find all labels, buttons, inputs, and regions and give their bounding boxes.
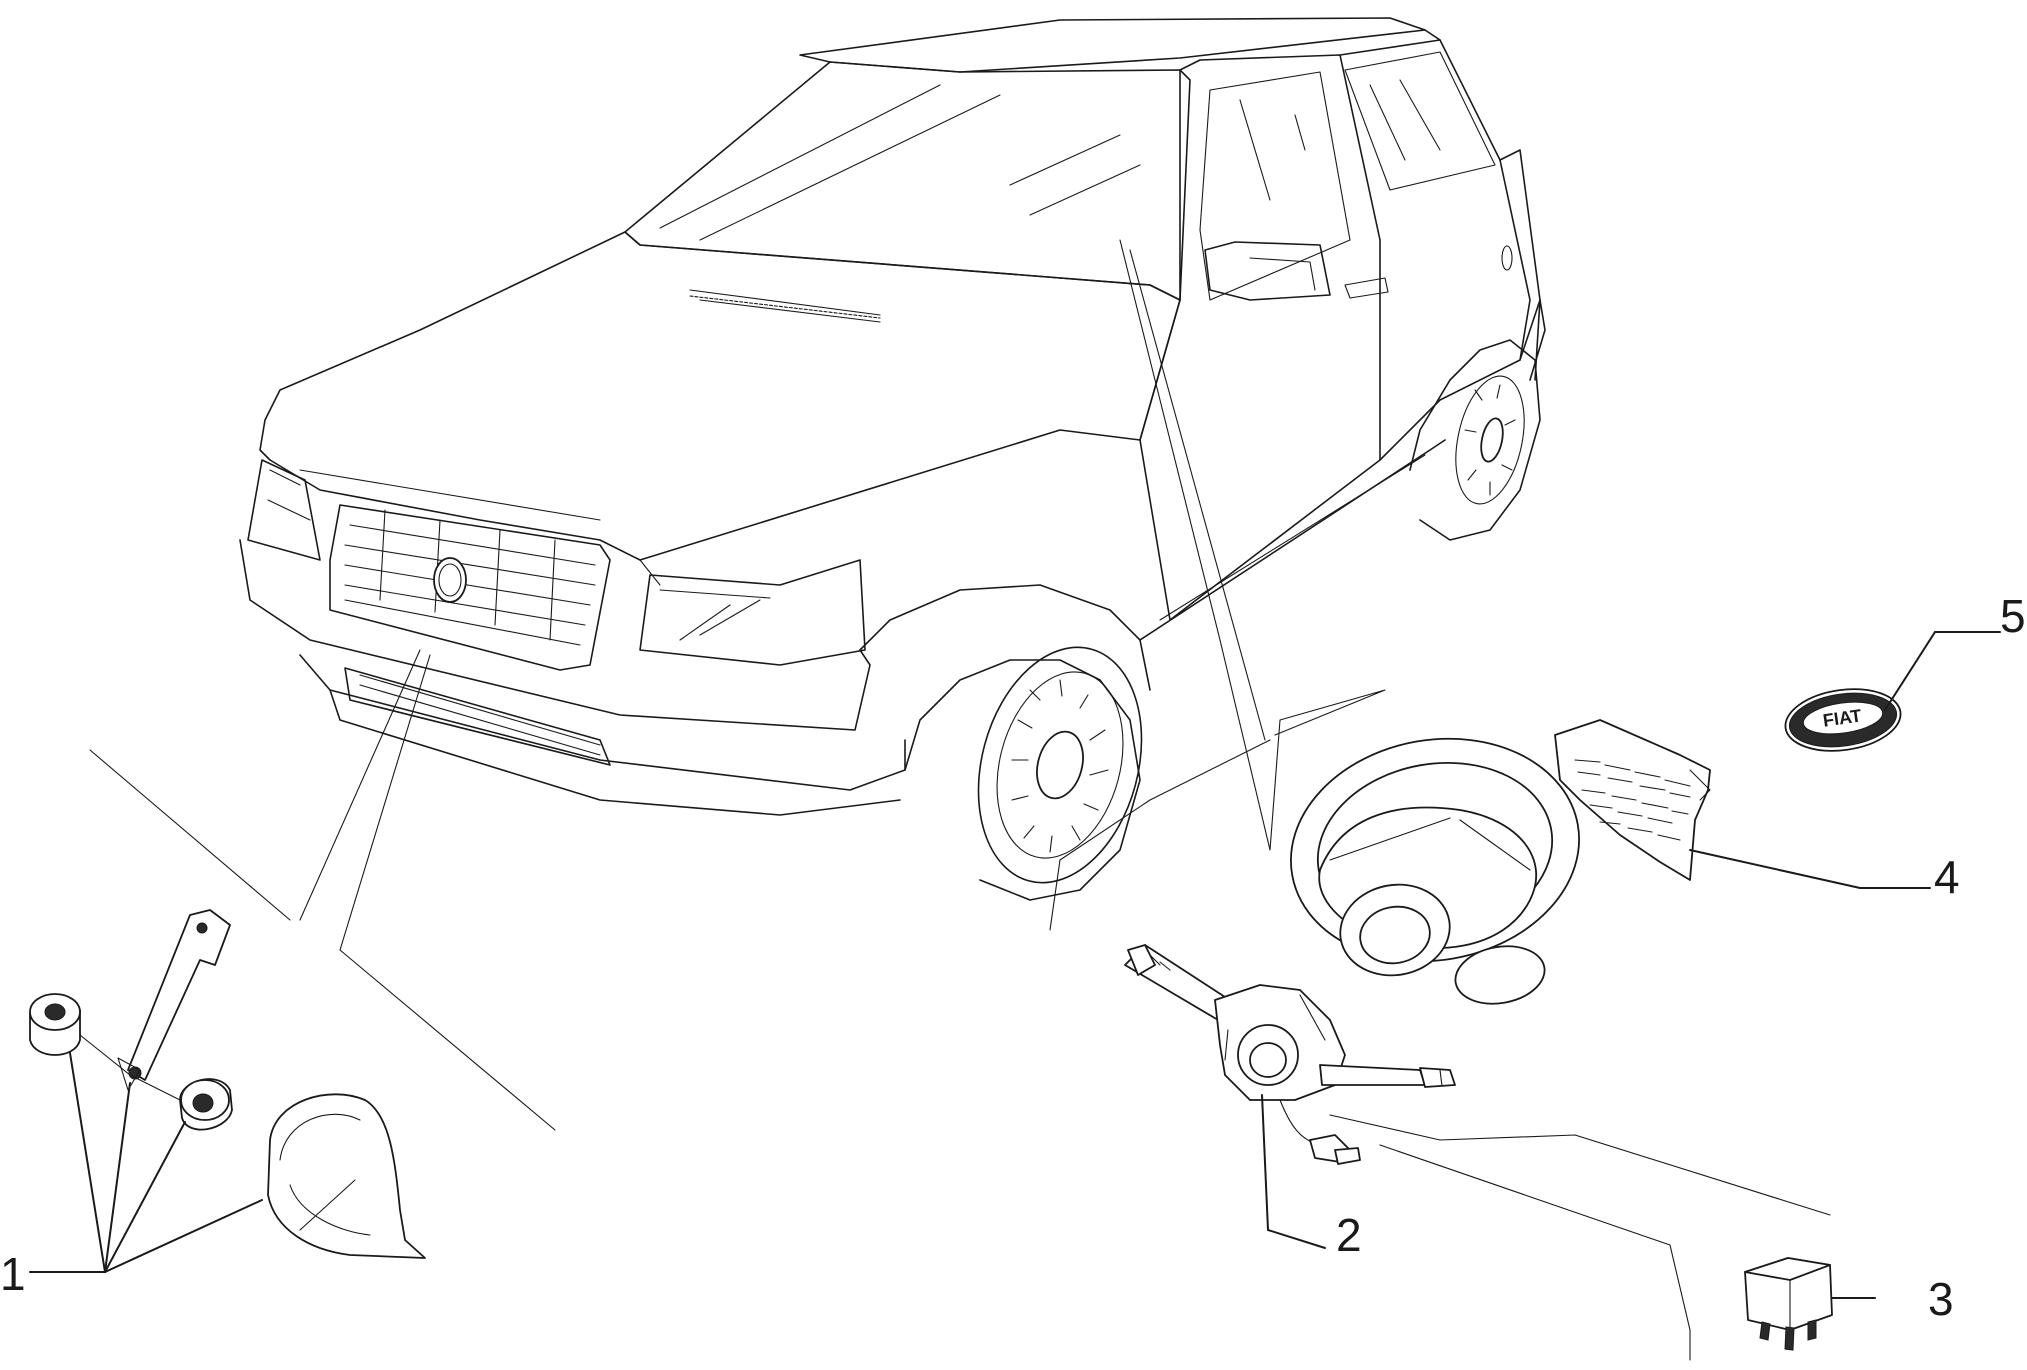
combination-switch: [1124, 944, 1456, 1249]
washer: [179, 1078, 233, 1131]
callout-2: 2: [1336, 1209, 1362, 1261]
steering-wheel: [1290, 737, 1580, 1005]
horn-bracket: [117, 909, 231, 1091]
guide-lines: [89, 239, 1831, 1361]
horn-pad-cover: [1554, 719, 1931, 889]
horn: [267, 1093, 426, 1259]
car-illustration: [239, 17, 1546, 901]
front-wheel: [977, 646, 1143, 884]
horn-assembly: [29, 909, 426, 1273]
callout-5: 5: [2000, 590, 2026, 642]
rear-wheel: [1409, 339, 1541, 541]
callout-1: 1: [0, 1248, 26, 1300]
spacer-bushing: [29, 993, 81, 1056]
fiat-badge: FIAT: [1784, 631, 2001, 752]
callout-4: 4: [1934, 851, 1960, 903]
pad-text-pattern: [1574, 759, 1691, 841]
relay: [1744, 1257, 1876, 1351]
callout-3: 3: [1928, 1273, 1954, 1325]
